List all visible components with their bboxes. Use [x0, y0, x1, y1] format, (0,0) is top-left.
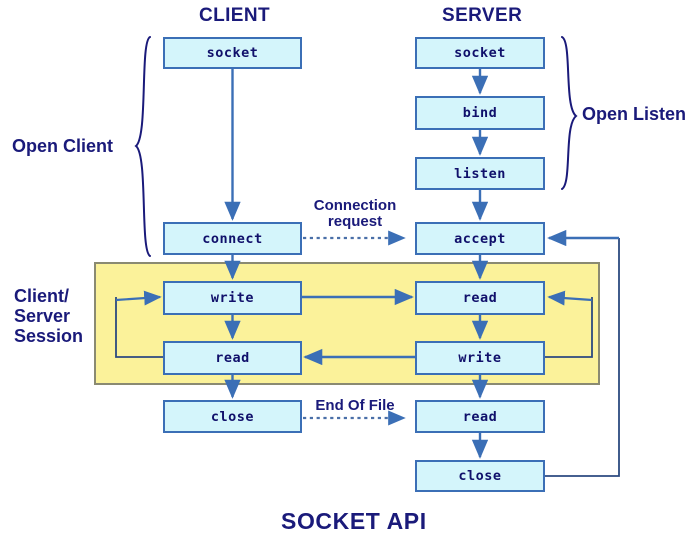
edge-label-connection-request: Connection request [305, 198, 405, 230]
end-of-file-line-1: End Of File [315, 397, 395, 414]
node-client-read[interactable]: read [163, 341, 302, 375]
node-server-write-label: write [458, 350, 502, 366]
node-client-connect-label: connect [202, 230, 263, 247]
node-client-connect[interactable]: connect [163, 222, 302, 255]
node-client-socket-label: socket [206, 45, 259, 61]
session-label-line-2: Server [14, 306, 71, 327]
footer-title: SOCKET API [281, 508, 427, 534]
node-server-read-label: read [462, 290, 498, 306]
column-header-server: SERVER [442, 5, 523, 26]
node-server-close-label: close [458, 468, 502, 484]
node-client-socket[interactable]: socket [163, 37, 302, 69]
node-client-write[interactable]: write [163, 281, 302, 315]
session-label-line-1: Client/ [14, 286, 70, 306]
node-server-write[interactable]: write [415, 341, 545, 375]
node-server-socket-label: socket [454, 45, 506, 61]
node-server-socket[interactable]: socket [415, 37, 545, 69]
node-client-close[interactable]: close [163, 400, 302, 433]
node-server-accept[interactable]: accept [415, 222, 545, 255]
node-server-bind-label: bind [462, 105, 498, 121]
node-server-close[interactable]: close [415, 460, 545, 492]
node-client-read-label: read [215, 350, 250, 366]
node-server-read-eof-label: read [462, 408, 498, 425]
node-server-read-eof[interactable]: read [415, 400, 545, 433]
node-server-listen-label: listen [454, 165, 506, 182]
node-server-accept-label: accept [454, 230, 506, 247]
connection-request-line-1: Connection [313, 197, 397, 214]
session-label-line-3: Session [14, 326, 84, 347]
connection-request-line-2: request [327, 212, 383, 230]
node-server-read[interactable]: read [415, 281, 545, 315]
node-server-listen[interactable]: listen [415, 157, 545, 190]
group-label-open-listen: Open Listen [582, 104, 687, 124]
node-client-write-label: write [210, 290, 255, 306]
group-label-open-client: Open Client [12, 136, 114, 156]
node-server-bind[interactable]: bind [415, 96, 545, 130]
edge-label-end-of-file: End Of File [303, 398, 407, 414]
group-label-session: Client/ Server Session [14, 286, 83, 346]
node-client-close-label: close [210, 408, 255, 425]
column-header-client: CLIENT [199, 5, 271, 26]
